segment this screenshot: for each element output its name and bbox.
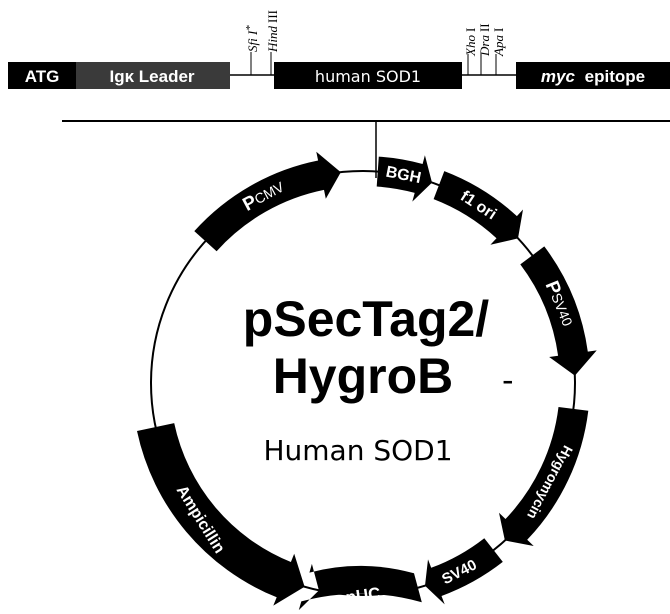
epitope-label: myc epitope [541,67,645,86]
puc-feature [298,563,422,611]
plasmid-backbone [150,170,576,596]
dra-site-label: DraII [477,23,492,57]
plasmid-name-line2: HygroB [273,348,454,404]
plasmid-title: pSecTag2/ HygroB - Human SOD1 [243,291,514,467]
bgh-feature [376,155,432,202]
apa-site-label: ApaI [491,28,506,57]
leader-label: Igκ Leader [109,67,194,86]
epitope-italic: myc [541,67,576,86]
bgh-label: BGH [384,163,422,186]
atg-label: ATG [25,67,60,86]
insert-name: Human SOD1 [263,434,452,467]
sfi-star: * [244,25,256,31]
puc-label: pUC [344,583,381,607]
leader-segment [76,62,230,89]
map-connector [62,120,670,178]
epitope-segment [516,62,670,89]
left-restriction-sites: Sfi I* HindIII [244,10,280,75]
f1-ori-feature [433,171,523,245]
hind-site-label: HindIII [265,10,280,53]
plasmid-name-dash: - [502,361,514,399]
ampicillin-feature [137,423,305,606]
linear-map: ATG Igκ Leader human SOD1 myc epitope Sf… [8,10,670,89]
psv40-feature [520,246,597,376]
feature-arrows [137,151,597,611]
plasmid-name-line1: pSecTag2/ [243,291,489,347]
insert-label: human SOD1 [315,67,421,86]
atg-segment [8,62,76,89]
right-restriction-sites: XhoI DraII ApaI [463,23,506,75]
sv40-feature [425,538,503,605]
xho-site-label: XhoI [463,28,478,57]
pcmv-feature [194,151,341,252]
epitope-text: epitope [585,67,645,86]
insert-segment [274,62,462,89]
hygromycin-feature [499,407,589,546]
sfi-site-label: Sfi I* [244,25,260,52]
